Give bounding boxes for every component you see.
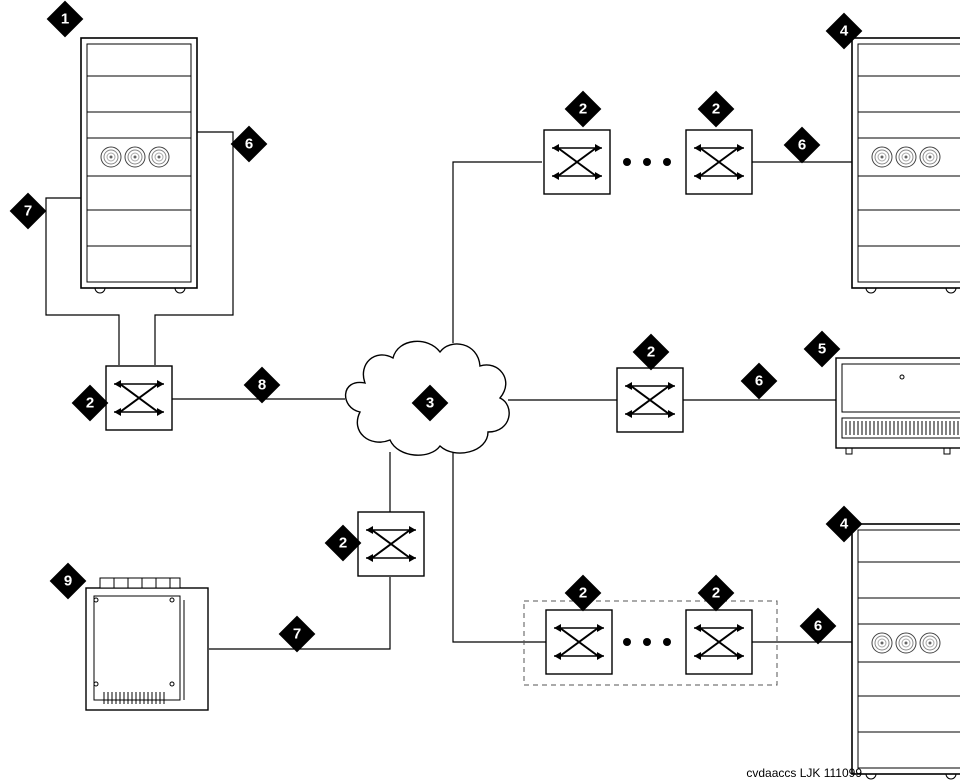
callout-diamond-icon: 2	[697, 90, 735, 128]
server-tower-icon	[852, 524, 960, 779]
svg-text:2: 2	[712, 101, 720, 118]
fibre-switch-icon	[357, 511, 425, 577]
svg-text:2: 2	[579, 585, 587, 602]
svg-text:3: 3	[426, 395, 434, 412]
fibre-switch-icon	[543, 129, 611, 195]
server-tower-icon	[852, 38, 960, 293]
svg-text:7: 7	[293, 626, 301, 643]
fibre-switch-icon	[685, 129, 753, 195]
fibre-switch-icon	[616, 367, 684, 433]
callout-diamond-icon: 6	[230, 125, 268, 163]
svg-text:7: 7	[24, 203, 32, 220]
callout-diamond-icon: 3	[411, 384, 449, 422]
server-tower-icon	[81, 38, 197, 293]
switch-group-box	[523, 600, 778, 686]
callout-diamond-icon: 8	[243, 366, 281, 404]
callout-diamond-icon: 7	[9, 192, 47, 230]
svg-text:6: 6	[245, 136, 253, 153]
callout-diamond-icon: 6	[799, 607, 837, 645]
fibre-switch-icon	[545, 609, 613, 675]
callout-diamond-icon: 2	[564, 90, 602, 128]
callout-diamond-icon: 2	[71, 384, 109, 422]
callout-diamond-icon: 4	[825, 12, 863, 50]
callout-diamond-icon: 2	[632, 333, 670, 371]
callout-diamond-icon: 6	[740, 362, 778, 400]
svg-text:2: 2	[579, 101, 587, 118]
storage-array-icon	[835, 357, 960, 455]
svg-text:4: 4	[840, 516, 849, 533]
svg-text:8: 8	[258, 377, 266, 394]
svg-text:2: 2	[339, 535, 347, 552]
callout-diamond-icon: 2	[324, 524, 362, 562]
svg-text:2: 2	[86, 395, 94, 412]
figure-caption: cvdaaccs LJK 111099	[746, 766, 862, 780]
svg-text:6: 6	[814, 618, 822, 635]
callout-diamond-icon: 6	[783, 126, 821, 164]
svg-text:1: 1	[61, 11, 69, 28]
callout-diamond-icon: 5	[803, 330, 841, 368]
ellipsis-dots	[623, 158, 671, 646]
callout-diamond-icon: 2	[697, 574, 735, 612]
svg-text:2: 2	[712, 585, 720, 602]
link-bottomswitch-storage	[209, 577, 391, 650]
link-server-left-a	[45, 197, 120, 365]
svg-text:4: 4	[840, 23, 849, 40]
callout-diamond-icon: 7	[278, 615, 316, 653]
svg-text:6: 6	[755, 373, 763, 390]
callout-diamond-icon: 4	[825, 505, 863, 543]
callout-diamond-icon: 1	[46, 0, 84, 38]
fibre-switch-icon	[685, 609, 753, 675]
svg-text:2: 2	[647, 344, 655, 361]
svg-text:5: 5	[818, 341, 826, 358]
svg-text:6: 6	[798, 137, 806, 154]
link-cloud-bottom	[452, 452, 546, 643]
link-server-left-b	[154, 131, 234, 365]
callout-diamond-icon: 9	[49, 562, 87, 600]
link-cloud-top	[452, 161, 542, 343]
fibre-switch-icon	[105, 365, 173, 431]
tape-library-icon	[85, 577, 209, 711]
svg-text:9: 9	[64, 573, 72, 590]
callout-diamond-icon: 2	[564, 574, 602, 612]
